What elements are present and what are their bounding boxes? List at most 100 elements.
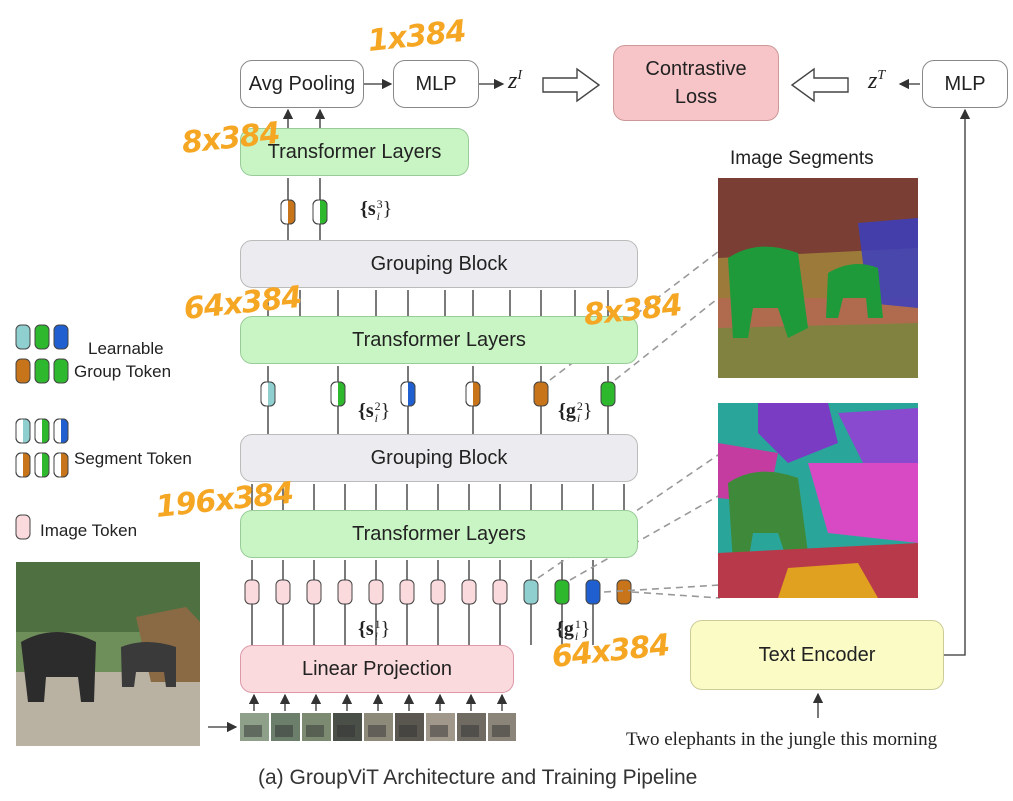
image-token	[306, 579, 322, 605]
input-elephant-photo	[16, 562, 200, 746]
token-body	[585, 579, 601, 605]
token-body	[15, 324, 31, 350]
legend-image-token	[15, 514, 31, 540]
segment-token-s2	[260, 381, 276, 407]
segmentation-coarse-picture	[718, 178, 918, 378]
legend-segment-token	[15, 418, 31, 444]
token-half	[268, 382, 275, 406]
linear-projection-block: Linear Projection	[240, 645, 514, 693]
segmentation-fine-picture	[718, 403, 918, 598]
text-caption-input: Two elephants in the jungle this morning	[626, 729, 938, 750]
legend-segment-token	[34, 418, 50, 444]
token-outline	[53, 452, 69, 478]
token-body	[616, 579, 632, 605]
mlp-image-block: MLP	[393, 60, 479, 108]
z-image-symbol: zI	[508, 68, 523, 94]
token-outline	[34, 452, 50, 478]
legend-segment-token: Segment Token	[74, 449, 192, 468]
patch-strip-picture	[240, 713, 517, 741]
token-body	[34, 358, 50, 384]
token-outline	[53, 418, 69, 444]
token-body	[306, 579, 322, 605]
image-patch-detail	[461, 725, 479, 737]
group-token-g1	[616, 579, 632, 605]
contrastive-loss-line1: Contrastive	[645, 58, 747, 80]
image-patch-detail	[244, 725, 262, 737]
token-body	[492, 579, 508, 605]
mlp-image-label: MLP	[415, 72, 457, 95]
token-outline	[312, 199, 328, 225]
image-token	[337, 579, 353, 605]
z-text-symbol: zT	[868, 68, 886, 94]
image-token	[492, 579, 508, 605]
image-token	[461, 579, 477, 605]
legend-learnable-token	[15, 324, 31, 350]
image-patch-detail	[275, 725, 293, 737]
token-half	[408, 382, 415, 406]
avg-pooling-label: Avg Pooling	[248, 72, 356, 95]
token-body	[15, 514, 31, 540]
token-body	[533, 381, 549, 407]
transformer-layers-bottom-label: Transformer Layers	[352, 522, 526, 545]
mlp-text-block: MLP	[922, 60, 1008, 108]
text-encoder-label: Text Encoder	[758, 643, 876, 666]
token-outline	[260, 381, 276, 407]
token-body	[600, 381, 616, 407]
segment-token-s2	[330, 381, 346, 407]
token-legend	[15, 324, 69, 540]
token-body	[275, 579, 291, 605]
image-patch-detail	[430, 725, 448, 737]
legend-image-token: Image Token	[40, 521, 138, 540]
image-token	[244, 579, 260, 605]
token-half	[473, 382, 480, 406]
segment-token-s3-1	[280, 199, 296, 225]
elephant-photo-picture	[16, 562, 200, 746]
dashed-line-g2-2	[614, 264, 761, 381]
token-half	[42, 419, 49, 443]
text-encoder-block: Text Encoder	[690, 620, 944, 690]
legend-learnable-line2: Group Token	[74, 362, 172, 381]
legend-learnable-token	[34, 358, 50, 384]
contrastive-loss-line2: Loss	[674, 86, 718, 108]
legend-learnable-token	[15, 358, 31, 384]
dashed-line-g1-3	[603, 584, 721, 593]
image-token	[399, 579, 415, 605]
token-outline	[330, 381, 346, 407]
avg-pooling-block: Avg Pooling	[240, 60, 364, 108]
group-token-g1	[554, 579, 570, 605]
legend-learnable-token	[53, 324, 69, 350]
grouping-block-top: Grouping Block	[240, 240, 638, 288]
token-body	[461, 579, 477, 605]
legend-learnable-line1: Learnable	[88, 339, 164, 358]
group-token-g1	[585, 579, 601, 605]
token-half	[320, 200, 327, 224]
token-half	[338, 382, 345, 406]
token-half	[61, 453, 68, 477]
token-outline	[400, 381, 416, 407]
segment-token-s2	[400, 381, 416, 407]
transformer-layers-top: Transformer Layers	[240, 128, 469, 176]
image-patch-detail	[368, 725, 386, 737]
token-half	[23, 419, 30, 443]
legend-segment-token	[34, 452, 50, 478]
image-token	[430, 579, 446, 605]
mlp-text-label: MLP	[944, 72, 986, 95]
image-segments-title: Image Segments	[730, 148, 874, 169]
token-half	[42, 453, 49, 477]
token-outline	[15, 452, 31, 478]
token-body	[554, 579, 570, 605]
figure-caption: (a) GroupViT Architecture and Training P…	[258, 766, 698, 789]
token-half	[61, 419, 68, 443]
token-body	[399, 579, 415, 605]
token-outline	[280, 199, 296, 225]
group-token-g1	[523, 579, 539, 605]
contrastive-loss-block: Contrastive Loss	[613, 45, 779, 121]
grouping-block-top-label: Grouping Block	[370, 252, 508, 275]
grouping-block-bottom-label: Grouping Block	[370, 446, 508, 469]
image-patch-detail	[399, 725, 417, 737]
